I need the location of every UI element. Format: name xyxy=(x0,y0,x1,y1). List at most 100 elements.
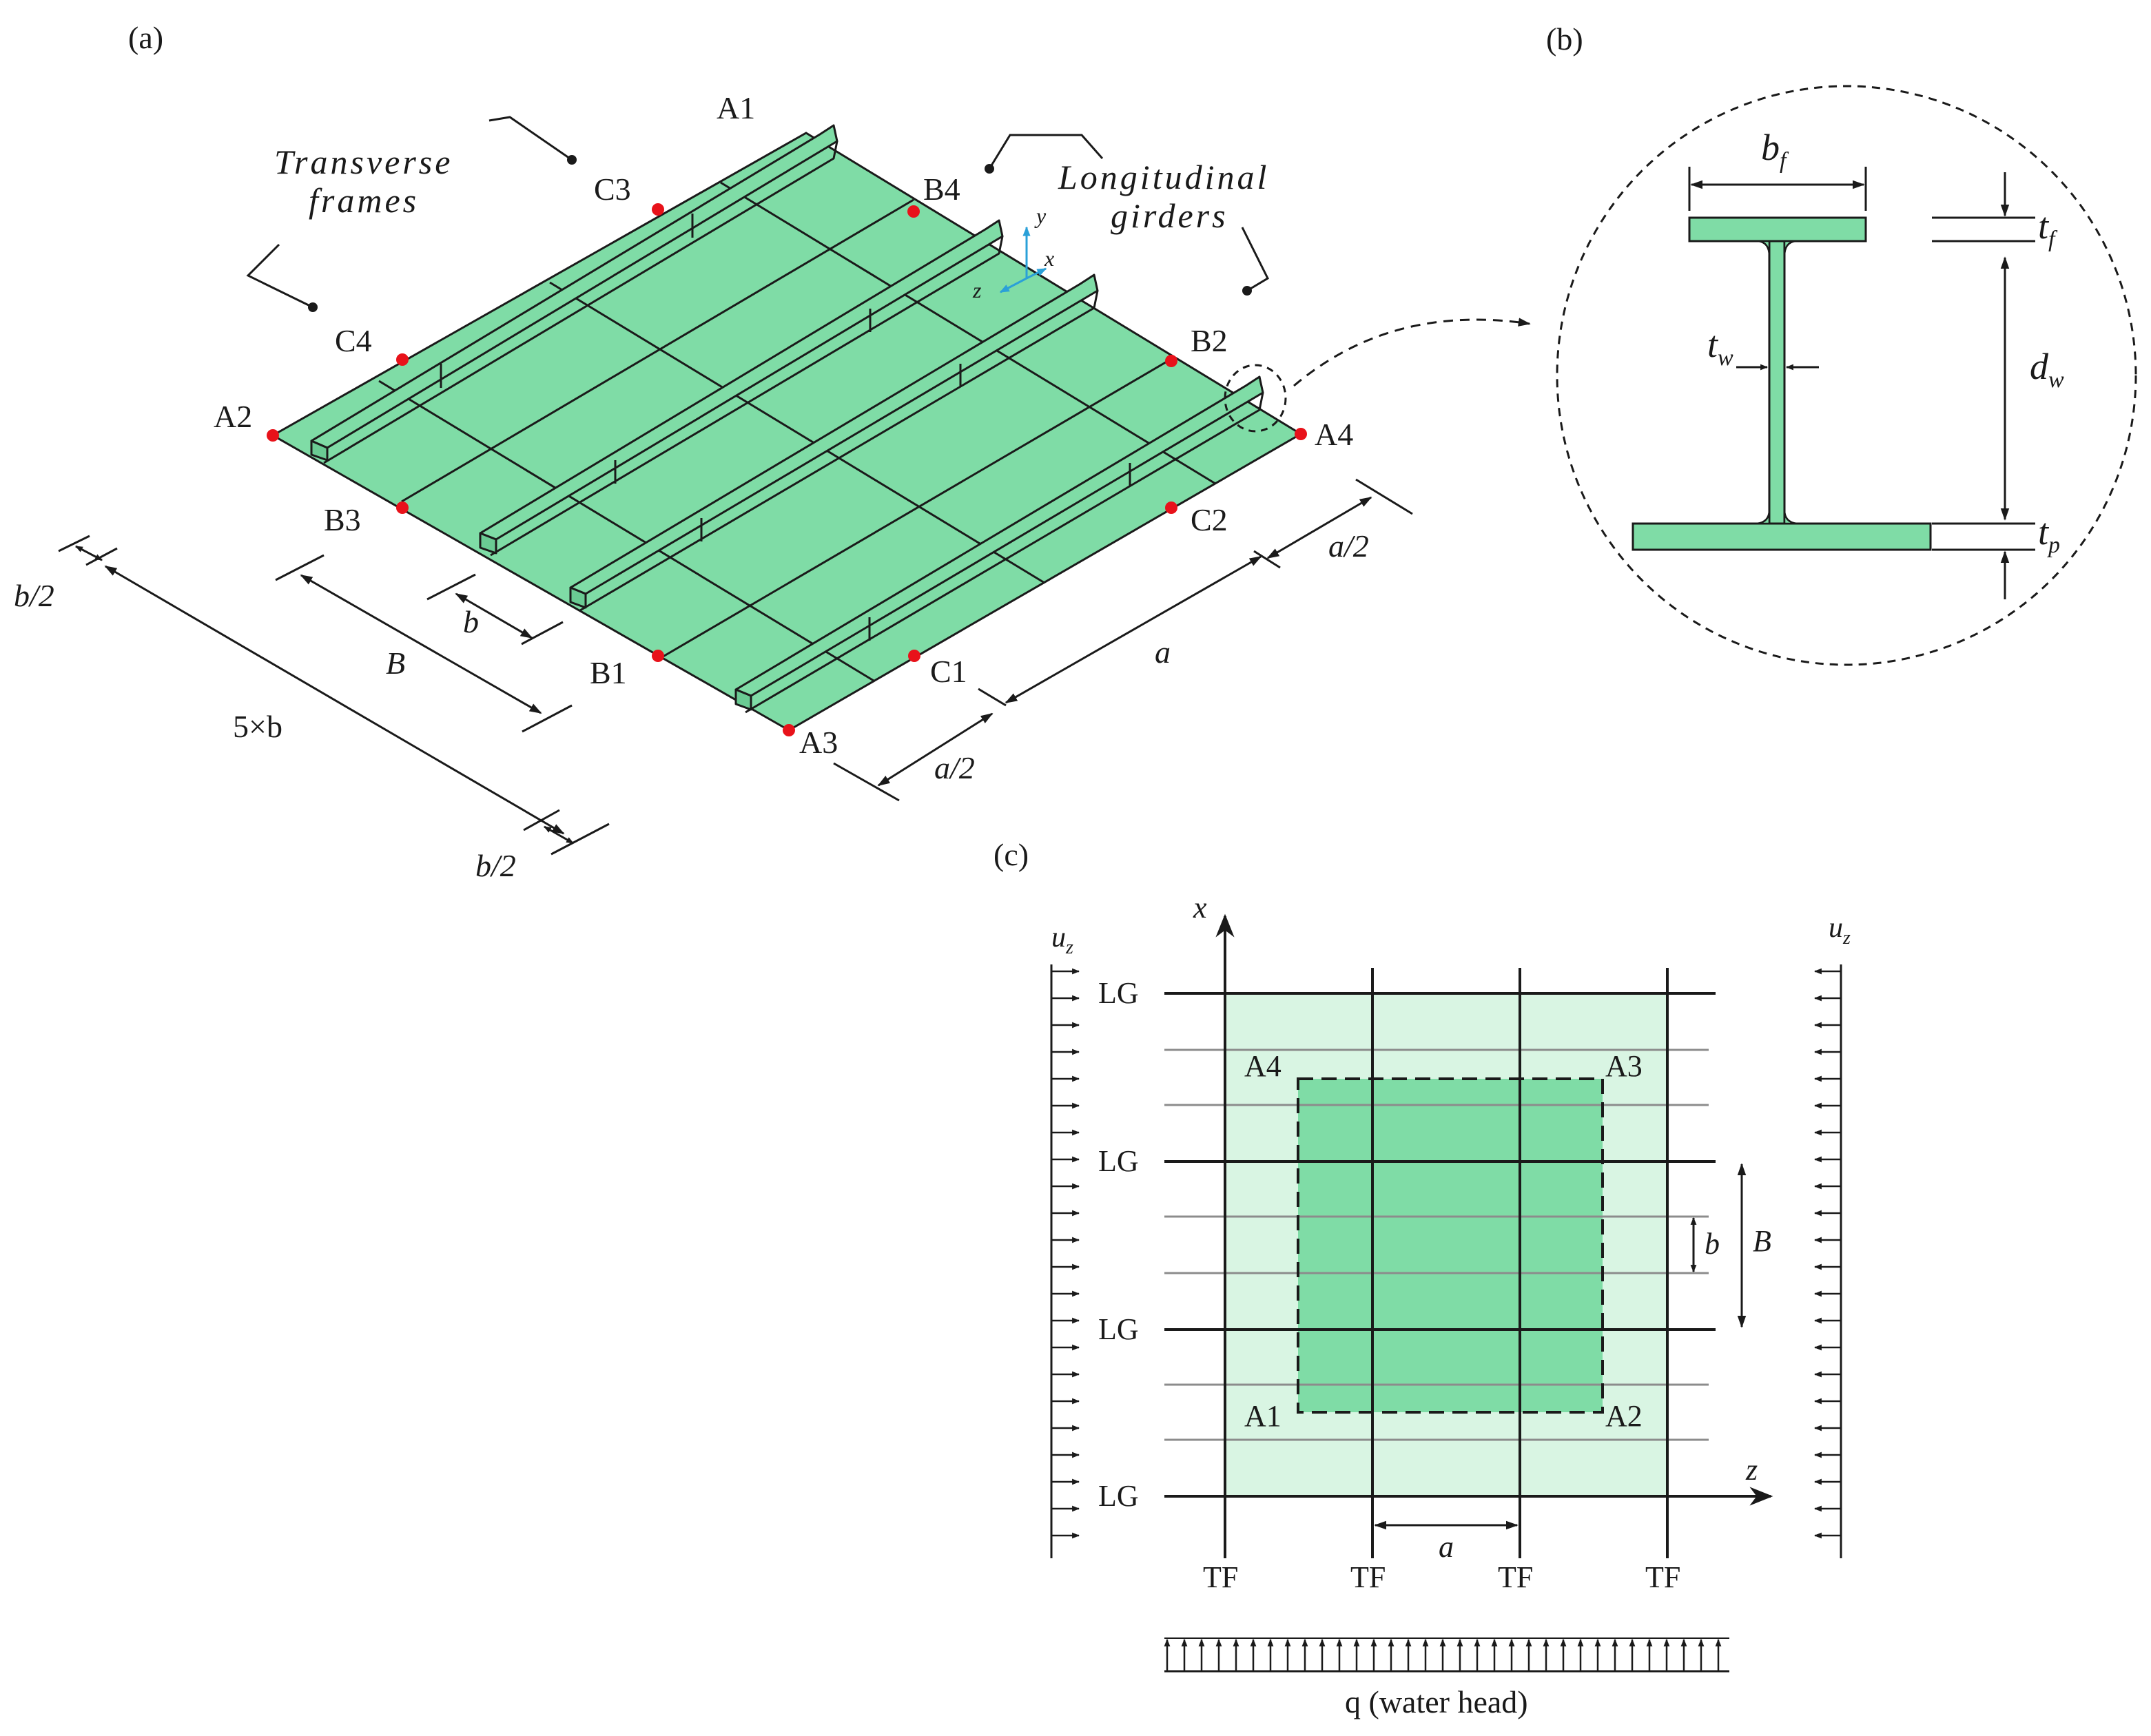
detail-callout-arrow xyxy=(1293,318,1531,387)
dimension-lines-b xyxy=(1688,167,2035,599)
detail-circle xyxy=(1556,85,2137,666)
dim-b-c: b xyxy=(1705,1227,1720,1261)
corner-A4: A4 xyxy=(1244,1049,1282,1083)
lg-label-3: LG xyxy=(1098,1312,1139,1346)
stiffener-lines xyxy=(1164,1048,1709,1441)
point-C2 xyxy=(1165,502,1177,514)
point-A3 xyxy=(783,724,795,736)
panel-a: (a) xyxy=(14,20,1531,883)
uz-left-label: uz xyxy=(1051,922,1073,958)
point-C4 xyxy=(396,353,409,366)
point-C3 xyxy=(652,203,664,216)
girder-4 xyxy=(734,375,1264,714)
axis-y-label: y xyxy=(1034,203,1047,228)
callout-dots xyxy=(308,155,1252,312)
load-arrows xyxy=(1164,1637,1729,1671)
point-A2 xyxy=(267,429,279,442)
model-boundary xyxy=(1297,1077,1604,1414)
dim-a-c: a xyxy=(1439,1530,1454,1564)
i-section xyxy=(1632,216,1932,551)
girder-3 xyxy=(569,273,1099,612)
dim-a: a xyxy=(1155,634,1171,670)
panel-c: (c) x xyxy=(994,837,1851,1719)
lg-label-2: LG xyxy=(1098,1144,1139,1178)
plate-strip xyxy=(1632,522,1932,551)
label-tw: tw xyxy=(1707,324,1733,371)
label-A1: A1 xyxy=(717,90,755,125)
dim-half-b-top: b/2 xyxy=(14,578,54,613)
label-C3: C3 xyxy=(594,172,631,207)
panel-model-area xyxy=(1298,1079,1603,1412)
panel-c-label: (c) xyxy=(994,837,1029,872)
dimension-labels-b: bf tf tw dw tp xyxy=(1707,127,2064,558)
label-A2: A2 xyxy=(214,399,252,434)
uz-right-label: uz xyxy=(1829,912,1851,949)
point-B4 xyxy=(907,205,920,218)
corner-labels: A4 A3 A1 A2 xyxy=(1244,1049,1643,1433)
label-C2: C2 xyxy=(1191,502,1228,537)
point-C1 xyxy=(908,650,920,662)
panel-b-label: (b) xyxy=(1546,21,1583,56)
axis-triad xyxy=(999,226,1047,293)
label-B1: B1 xyxy=(590,655,627,690)
plate-longitudinal-lines xyxy=(378,181,1216,682)
dim-five-b: 5×b xyxy=(233,709,282,744)
web-fillets xyxy=(1756,240,1798,525)
callout-leaders xyxy=(246,116,1269,309)
label-B4: B4 xyxy=(923,172,960,207)
reference-points xyxy=(267,203,1307,736)
uz-right-arrows xyxy=(1813,968,1841,1539)
callout-longitudinal-2: girders xyxy=(1111,196,1228,235)
load-label: q (water head) xyxy=(1345,1684,1528,1719)
callout-transverse-2: frames xyxy=(309,181,419,220)
top-flange xyxy=(1688,216,1867,242)
label-B3: B3 xyxy=(324,502,361,537)
axis-z-label-c: z xyxy=(1745,1453,1758,1487)
label-C4: C4 xyxy=(335,323,372,358)
axis-x-label-c: x xyxy=(1193,891,1207,924)
label-tf: tf xyxy=(2038,205,2058,252)
dim-half-a-right: a/2 xyxy=(1328,528,1369,564)
plate-transverse-lines xyxy=(401,198,1173,659)
dimension-labels-a: b/2 5×b b/2 B b a a/2 a/2 xyxy=(14,528,1369,883)
point-B1 xyxy=(652,650,664,662)
label-dw: dw xyxy=(2030,346,2064,393)
point-labels: A1 A2 A3 A4 B1 B2 B3 B4 C1 C2 C3 C4 xyxy=(214,90,1353,760)
corner-A1: A1 xyxy=(1244,1399,1282,1433)
point-B3 xyxy=(396,502,409,514)
uz-left-arrows xyxy=(1051,968,1080,1539)
tf-label-4: TF xyxy=(1645,1560,1680,1594)
corner-A2: A2 xyxy=(1605,1399,1643,1433)
point-B2 xyxy=(1165,355,1177,367)
label-A4: A4 xyxy=(1315,417,1353,452)
callout-longitudinal-1: Longitudinal xyxy=(1058,158,1269,196)
dim-half-a-bottom: a/2 xyxy=(934,750,975,785)
web xyxy=(1768,240,1786,525)
dim-half-b-bottom: b/2 xyxy=(475,848,516,883)
panel-b: (b) xyxy=(1546,21,2137,666)
dim-B: B xyxy=(386,645,405,681)
lg-label-1: LG xyxy=(1098,976,1139,1010)
tf-labels: TF TF TF TF xyxy=(1203,1560,1680,1594)
label-A3: A3 xyxy=(799,725,838,760)
label-B2: B2 xyxy=(1191,323,1228,358)
callout-transverse-1: Transverse xyxy=(274,143,453,181)
dimension-lines-a xyxy=(58,478,1413,856)
girder-2 xyxy=(479,219,1004,557)
lg-labels: LG LG LG LG xyxy=(1098,976,1139,1513)
axis-z-label: z xyxy=(972,278,982,302)
point-A4 xyxy=(1295,428,1307,440)
detail-callout-circle xyxy=(1224,364,1287,433)
tf-label-1: TF xyxy=(1203,1560,1238,1594)
label-bf: bf xyxy=(1761,127,1789,174)
corner-A3: A3 xyxy=(1605,1049,1643,1083)
tf-label-2: TF xyxy=(1350,1560,1386,1594)
tf-lines xyxy=(1224,968,1669,1558)
dimension-lines-c xyxy=(1374,1163,1747,1530)
axis-x-label: x xyxy=(1044,246,1054,271)
label-C1: C1 xyxy=(930,654,967,689)
label-tp: tp xyxy=(2038,511,2060,558)
lg-lines xyxy=(1164,992,1716,1498)
panel-a-label: (a) xyxy=(128,20,163,55)
dim-B-c: B xyxy=(1753,1224,1771,1258)
